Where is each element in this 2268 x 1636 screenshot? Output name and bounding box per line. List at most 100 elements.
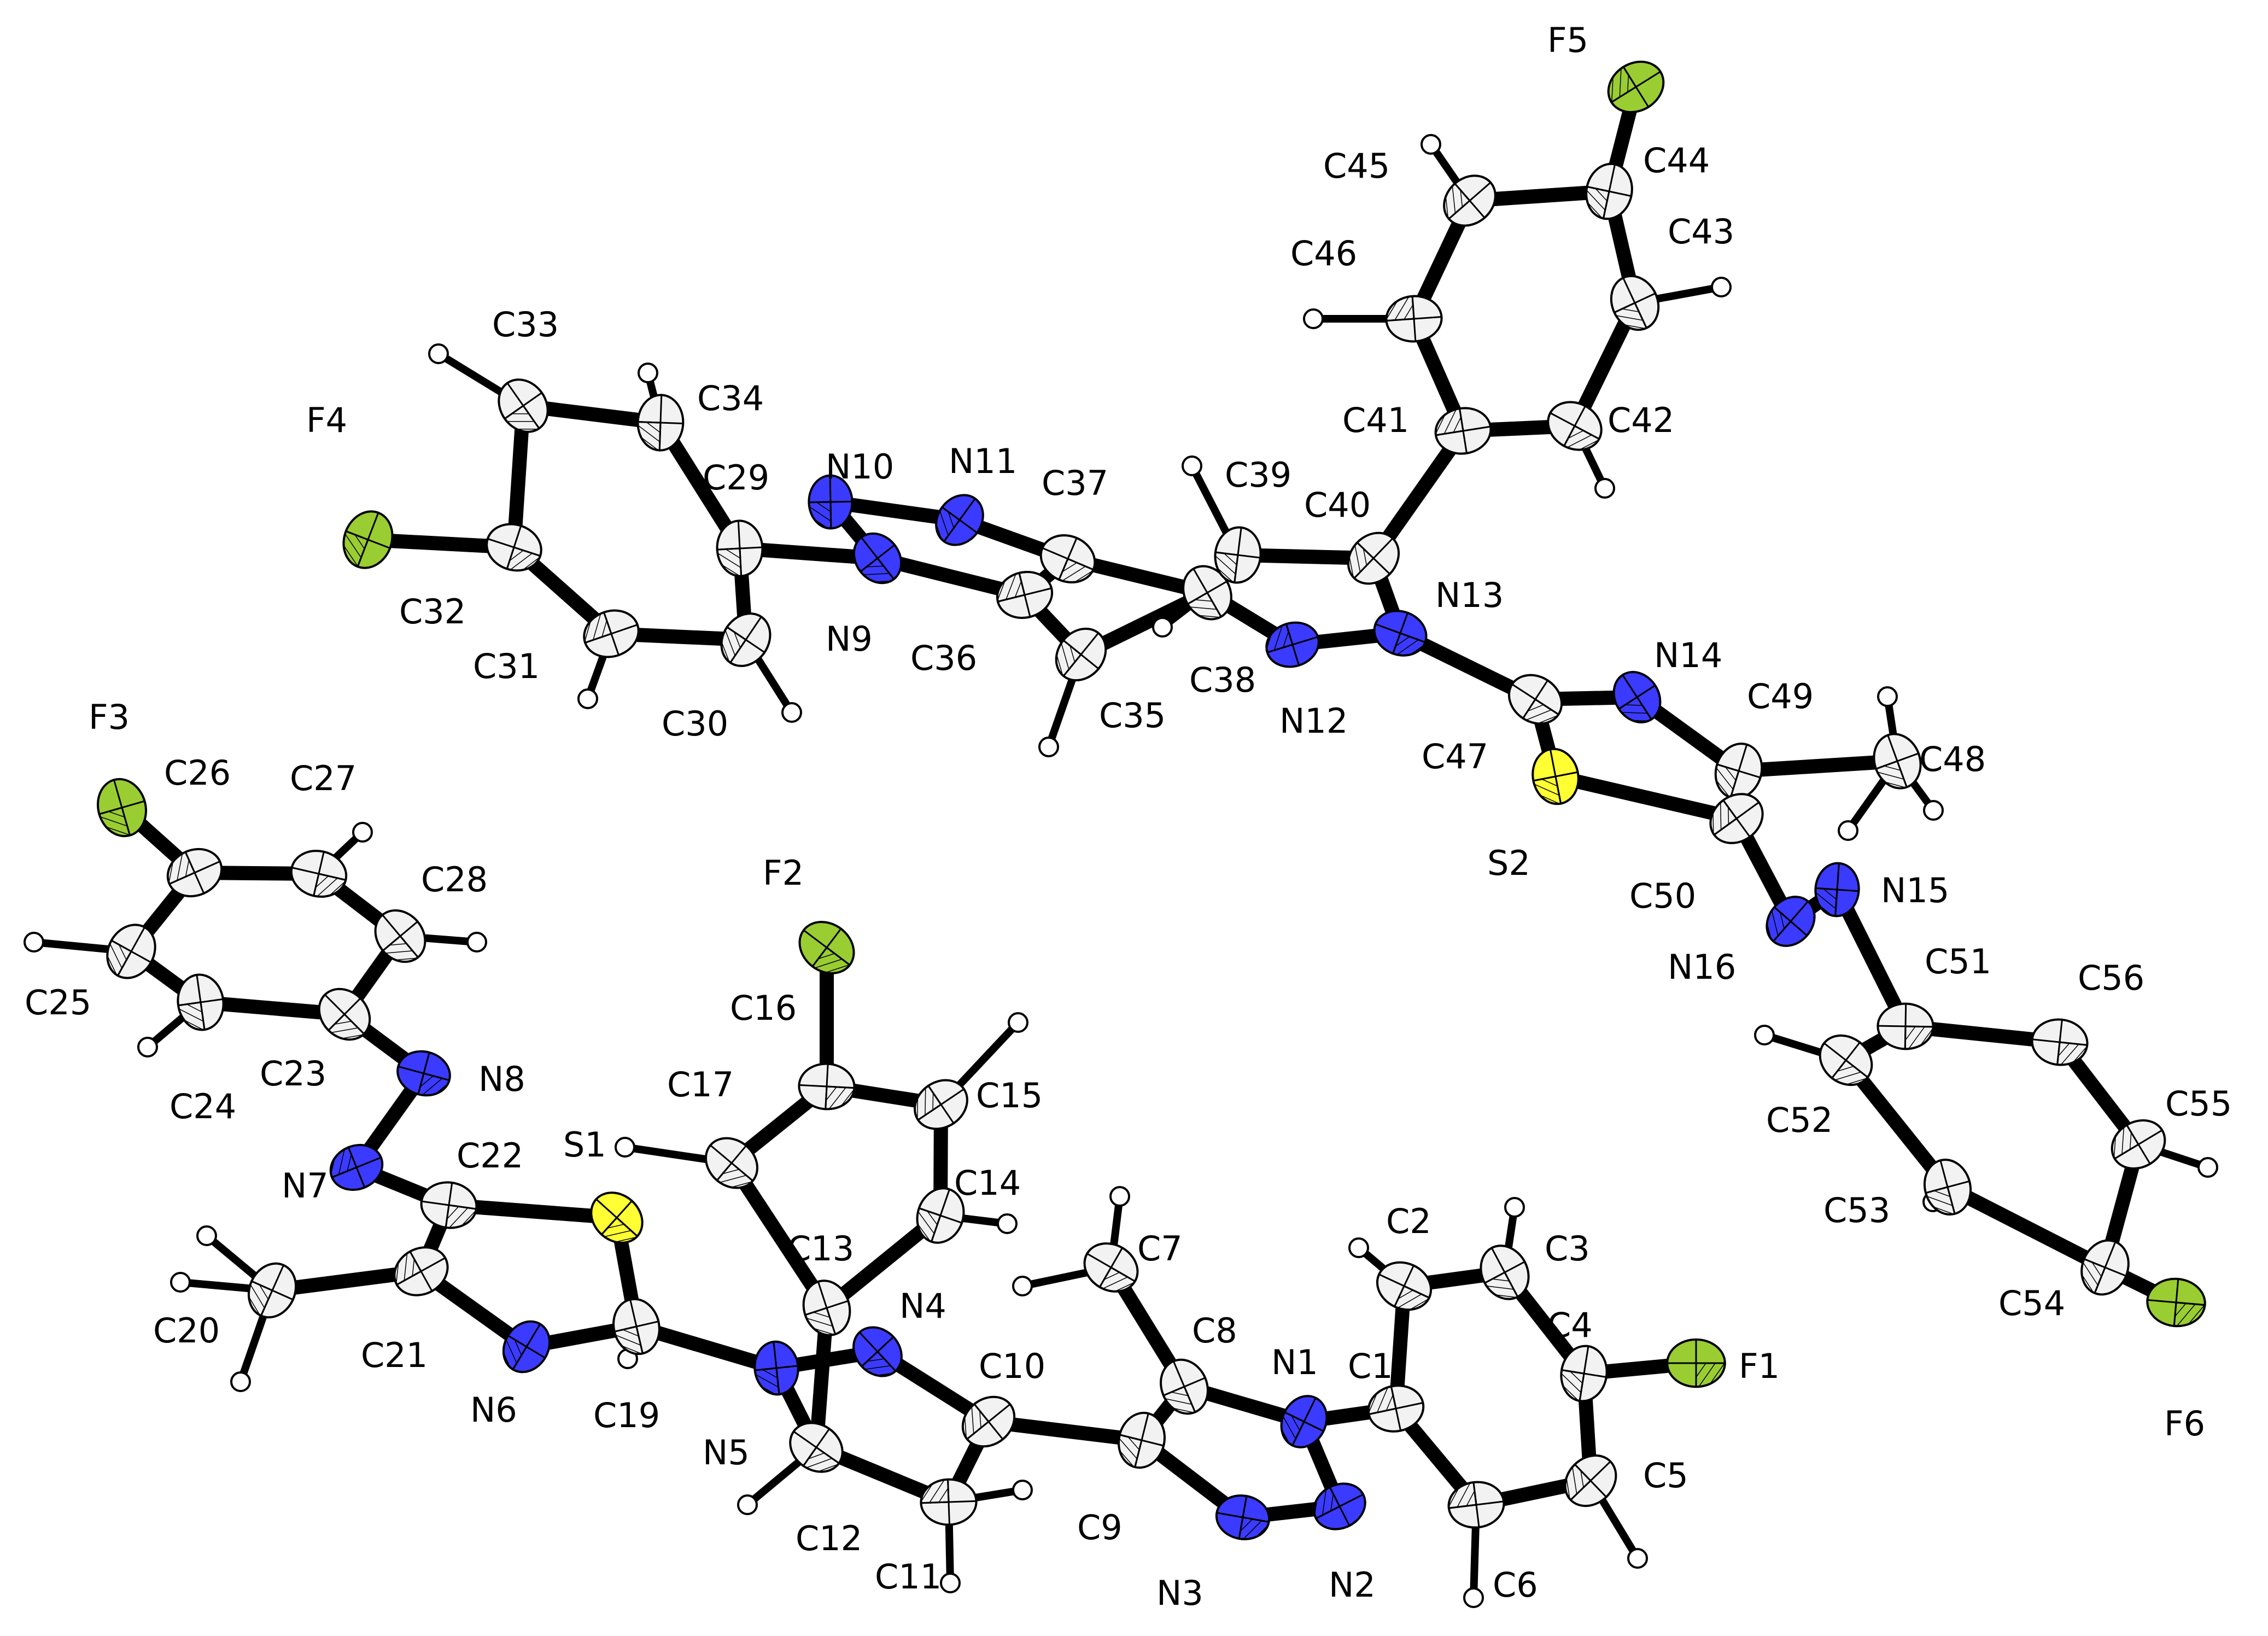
atom-label-c50: C50: [1629, 876, 1696, 916]
hydrogen-atom: [1627, 1548, 1648, 1569]
atom-label-n6: N6: [470, 1390, 517, 1430]
hydrogen-atom-layer: [24, 134, 2218, 1608]
atom-label-c52: C52: [1766, 1100, 1833, 1140]
hydrogen-atom: [997, 1213, 1018, 1234]
atom-n15: [1814, 862, 1860, 918]
atom-c9: [1118, 1411, 1166, 1469]
atom-c35: [1055, 627, 1107, 682]
atom-label-c29: C29: [703, 458, 769, 498]
atom-label-f5: F5: [1547, 20, 1588, 60]
atom-n6: [502, 1320, 551, 1374]
atom-c55: [2111, 1119, 2166, 1170]
atom-label-n8: N8: [478, 1059, 525, 1099]
atom-c43: [1610, 274, 1660, 331]
atom-label-c25: C25: [25, 983, 91, 1022]
atom-label-c45: C45: [1323, 146, 1390, 186]
atom-c32: [486, 523, 542, 572]
atom-c8: [1160, 1358, 1209, 1415]
atom-n10: [808, 474, 854, 530]
atom-label-c47: C47: [1422, 737, 1488, 776]
atom-label-f6: F6: [2164, 1404, 2205, 1444]
hydrogen-atom: [1012, 1480, 1033, 1500]
hydrogen-atom: [781, 702, 802, 723]
atom-n5: [753, 1340, 799, 1396]
hydrogen-atom: [940, 1573, 961, 1593]
atom-label-c28: C28: [421, 860, 488, 899]
atom-label-c16: C16: [730, 988, 797, 1028]
atom-n9: [852, 532, 903, 585]
hydrogen-atom: [1838, 820, 1858, 841]
atom-label-c44: C44: [1643, 141, 1710, 180]
atom-label-c24: C24: [169, 1086, 236, 1126]
atom-n14: [1612, 671, 1662, 723]
atom-label-c13: C13: [787, 1229, 854, 1269]
atom-label-c36: C36: [910, 638, 977, 678]
atom-layer: [96, 60, 2206, 1540]
atom-label-c4: C4: [1547, 1305, 1593, 1345]
atom-c42: [1547, 401, 1603, 451]
hydrogen-atom: [170, 1272, 191, 1293]
hydrogen-atom: [1152, 617, 1173, 638]
hydrogen-atom: [1594, 478, 1615, 499]
atom-label-n1: N1: [1271, 1342, 1318, 1382]
hydrogen-atom: [1711, 277, 1732, 297]
atom-c23: [318, 988, 371, 1041]
atom-label-c41: C41: [1342, 400, 1409, 440]
atom-f1: [1666, 1338, 1726, 1388]
bond-c53-c54: [1940, 1180, 2112, 1275]
atom-label-c26: C26: [164, 753, 231, 793]
hydrogen-atom: [1008, 1012, 1028, 1033]
bond-c49-c48: [1732, 754, 1904, 778]
atom-label-c9: C9: [1077, 1508, 1123, 1547]
atom-label-c10: C10: [979, 1346, 1045, 1386]
atom-f5: [1607, 60, 1665, 114]
atom-label-n9: N9: [826, 619, 873, 659]
atom-c20: [247, 1262, 297, 1319]
hydrogen-atom: [737, 1494, 758, 1515]
atom-label-c54: C54: [1998, 1283, 2065, 1323]
hydrogen-atom: [428, 343, 449, 364]
atom-c49: [1714, 743, 1763, 799]
hydrogen-atom: [1923, 800, 1944, 821]
atom-label-c6: C6: [1493, 1565, 1538, 1605]
hydrogen-atom: [1182, 455, 1202, 476]
hydrogen-atom: [24, 932, 44, 953]
atom-label-n2: N2: [1329, 1565, 1376, 1605]
atom-label-f2: F2: [763, 853, 804, 893]
hydrogen-atom: [1303, 308, 1324, 329]
hydrogen-atom: [1463, 1587, 1484, 1608]
hydrogen-atom: [196, 1225, 217, 1246]
atom-c56: [2031, 1018, 2089, 1066]
atom-label-n12: N12: [1279, 701, 1348, 741]
atom-label-n13: N13: [1435, 575, 1504, 615]
atom-c1: [1367, 1384, 1425, 1433]
atom-c39: [1214, 526, 1262, 584]
hydrogen-atom: [137, 1037, 158, 1057]
atom-label-c21: C21: [361, 1335, 428, 1375]
atom-label-c11: C11: [875, 1557, 942, 1597]
atom-c11: [920, 1478, 978, 1526]
atom-label-c38: C38: [1189, 660, 1256, 700]
hydrogen-atom: [2197, 1157, 2218, 1178]
atom-c4: [1560, 1345, 1608, 1403]
bond-c17-c13: [724, 1156, 834, 1315]
atom-label-c7: C7: [1137, 1229, 1183, 1269]
atom-label-c15: C15: [976, 1076, 1043, 1115]
hydrogen-atom: [352, 822, 373, 843]
atom-n11: [935, 494, 984, 546]
atom-c14: [916, 1187, 965, 1244]
atom-label-c49: C49: [1747, 676, 1814, 716]
atom-f6: [2146, 1277, 2206, 1328]
atom-label-c42: C42: [1608, 400, 1674, 440]
atom-label-n10: N10: [826, 447, 894, 487]
atom-c34: [636, 394, 685, 452]
atom-c26: [166, 848, 223, 898]
atom-c12: [789, 1422, 844, 1473]
atom-c27: [290, 850, 348, 898]
atom-label-f4: F4: [306, 400, 347, 440]
atom-c21: [393, 1246, 449, 1296]
hydrogen-atom: [1877, 686, 1898, 707]
atom-n16: [1766, 896, 1816, 947]
atom-c38: [1182, 565, 1232, 621]
